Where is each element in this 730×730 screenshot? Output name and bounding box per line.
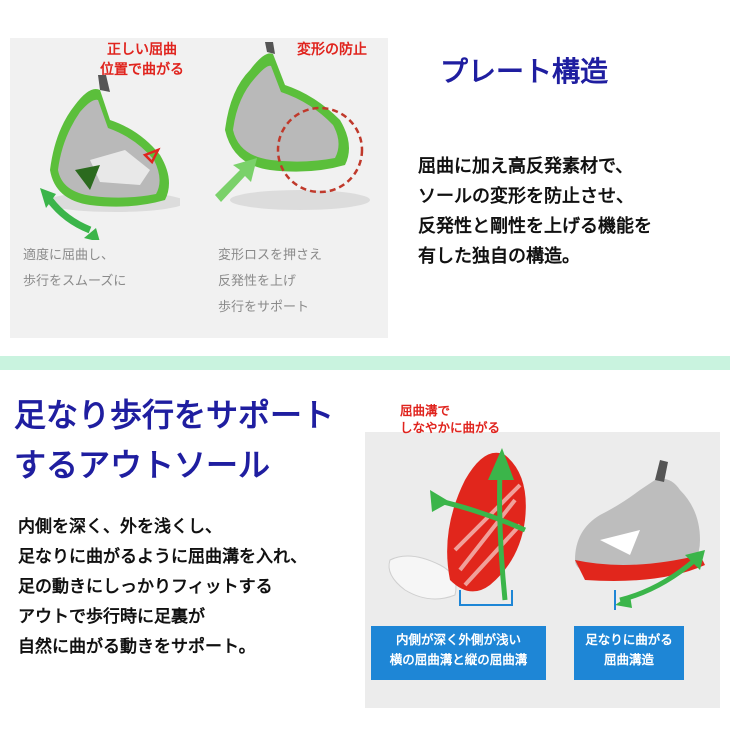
body-line: ソールの変形を防止させ、 <box>418 186 634 207</box>
label-line: 内側が深く外側が浅い <box>395 632 521 647</box>
body-line: 足なりに曲がるように屈曲溝を入れ、 <box>18 547 308 567</box>
desc-left: 適度に屈曲し、 歩行をスムーズに <box>23 243 126 295</box>
desc-right: 変形ロスを押さえ 反発性を上げ 歩行をサポート <box>218 243 322 321</box>
body-line: 有した独自の構造。 <box>418 246 580 267</box>
label-inner-groove: 内側が深く外側が浅い 横の屈曲溝と縦の屈曲溝 <box>371 626 546 680</box>
shoe-deformation-illustration <box>215 42 370 210</box>
body-line: 内側を深く、外を浅くし、 <box>18 517 222 537</box>
shoe-flex-illustration <box>40 75 180 240</box>
caption-flex-groove: 屈曲溝で しなやかに曲がる <box>400 402 500 436</box>
desc-line: 歩行をサポート <box>218 300 310 315</box>
label-line: 足なりに曲がる <box>585 632 673 647</box>
desc-line: 反発性を上げ <box>218 274 297 289</box>
caption-deformation-prevention: 変形の防止 <box>297 42 367 58</box>
plate-description: 屈曲に加え高反発素材で、 ソールの変形を防止させ、 反発性と剛性を上げる機能を … <box>418 152 652 272</box>
label-foot-groove: 足なりに曲がる 屈曲溝造 <box>574 626 684 680</box>
heading-line: 足なり歩行をサポート <box>14 396 335 434</box>
caption-line: しなやかに曲がる <box>400 420 501 435</box>
body-line: 自然に曲がる動きをサポート。 <box>18 637 256 657</box>
label-line: 屈曲溝造 <box>603 652 654 667</box>
body-line: 屈曲に加え高反発素材で、 <box>418 156 634 177</box>
heading-plate-structure: プレート構造 <box>440 55 609 88</box>
body-line: 足の動きにしっかりフィットする <box>18 577 273 597</box>
outsole-groove-illustration <box>388 448 527 606</box>
caption-line: 位置で曲がる <box>100 62 184 78</box>
desc-line: 変形ロスを押さえ <box>218 248 323 263</box>
outsole-description: 内側を深く、外を浅くし、 足なりに曲がるように屈曲溝を入れ、 足の動きにしっかり… <box>18 512 307 662</box>
caption-line: 屈曲溝で <box>400 403 451 418</box>
label-line: 横の屈曲溝と縦の屈曲溝 <box>389 652 528 667</box>
body-line: アウトで歩行時に足裏が <box>18 607 205 627</box>
shoe-sole-illustration <box>575 460 705 610</box>
heading-outsole: 足なり歩行をサポート するアウトソール <box>14 390 334 490</box>
caption-line: 正しい屈曲 <box>107 42 177 58</box>
heading-line: するアウトソール <box>14 446 271 484</box>
body-line: 反発性と剛性を上げる機能を <box>418 216 652 237</box>
desc-line: 適度に屈曲し、 <box>23 248 115 263</box>
section-divider <box>0 356 730 370</box>
desc-line: 歩行をスムーズに <box>23 274 127 289</box>
caption-correct-flex: 正しい屈曲 位置で曲がる <box>82 40 202 80</box>
